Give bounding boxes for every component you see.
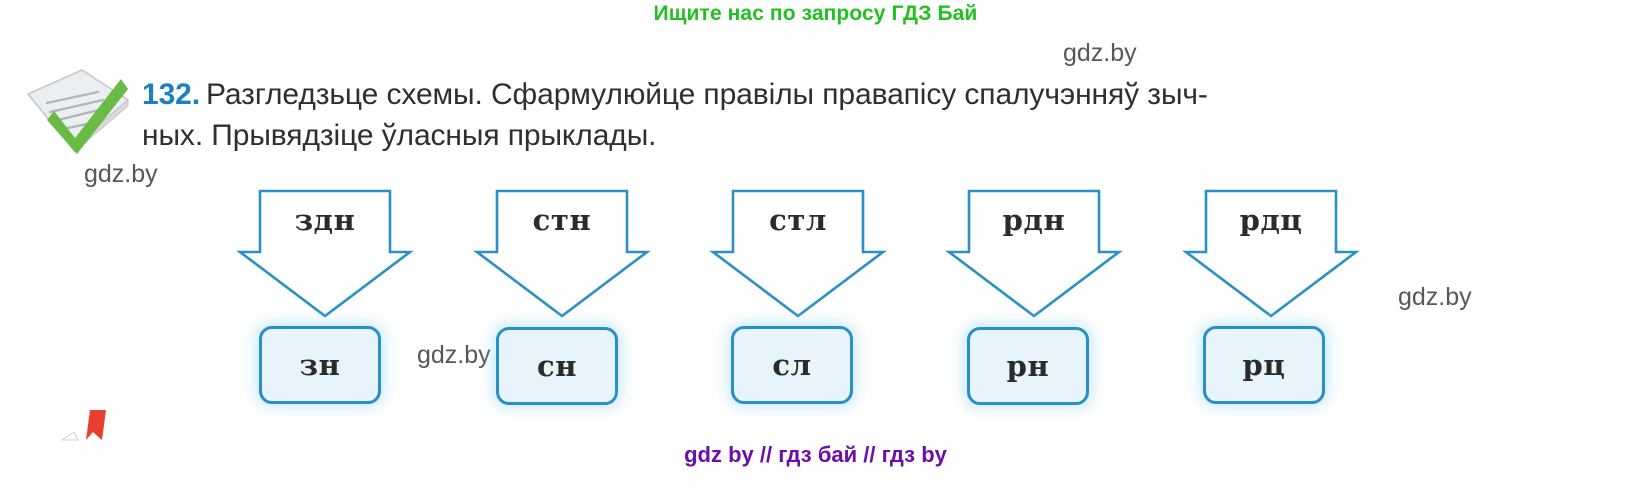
arrow-shape-5: рдц [1178, 182, 1364, 322]
arrow-label-3: стл [769, 203, 827, 237]
arrow-outline-icon [1182, 189, 1360, 318]
watermark-top-right: gdz.by [1063, 39, 1137, 67]
promo-top-text: Ищите нас по запросу ГДЗ Бай [653, 2, 978, 25]
result-label-2: сн [536, 349, 578, 383]
arrow-outline-icon [473, 189, 651, 318]
arrow-outline-icon [945, 189, 1123, 318]
exercise-line-1: Разгледзьце схемы. Сфармулюйце правілы п… [206, 78, 1208, 111]
watermark-center: gdz.by [417, 341, 491, 369]
arrow-label-5: рдц [1239, 203, 1303, 237]
arrow-shape-2: стн [469, 182, 655, 322]
red-bookmark-icon [60, 410, 122, 450]
result-box-2: сн [496, 327, 618, 405]
exercise-text: 132.Разгледзьце схемы. Сфармулюйце праві… [142, 74, 1612, 156]
result-label-3: сл [772, 348, 812, 382]
arrow-label-2: стн [532, 203, 592, 237]
result-box-3: сл [731, 326, 853, 404]
arrow-label-4: рдн [1002, 203, 1066, 237]
watermark-left: gdz.by [84, 160, 158, 188]
arrow-outline-icon [236, 189, 414, 318]
arrow-shape-1: здн [232, 182, 418, 322]
result-label-1: зн [299, 348, 341, 382]
arrow-outline-icon [709, 189, 887, 318]
arrow-label-1: здн [294, 203, 356, 237]
result-box-1: зн [259, 326, 381, 404]
result-label-4: рн [1006, 349, 1050, 383]
arrow-shape-4: рдн [941, 182, 1127, 322]
watermark-right: gdz.by [1398, 283, 1472, 311]
result-box-4: рн [967, 327, 1089, 405]
result-box-5: рц [1203, 326, 1325, 404]
promo-bottom-text: gdz by // гдз бай // гдз by [684, 442, 947, 467]
result-label-5: рц [1242, 348, 1286, 382]
exercise-line-2: ных. Прывядзіце ўласныя прыклады. [142, 119, 657, 152]
arrow-shape-3: стл [705, 182, 891, 322]
document-check-icon [20, 62, 136, 156]
exercise-number: 132. [142, 78, 200, 111]
